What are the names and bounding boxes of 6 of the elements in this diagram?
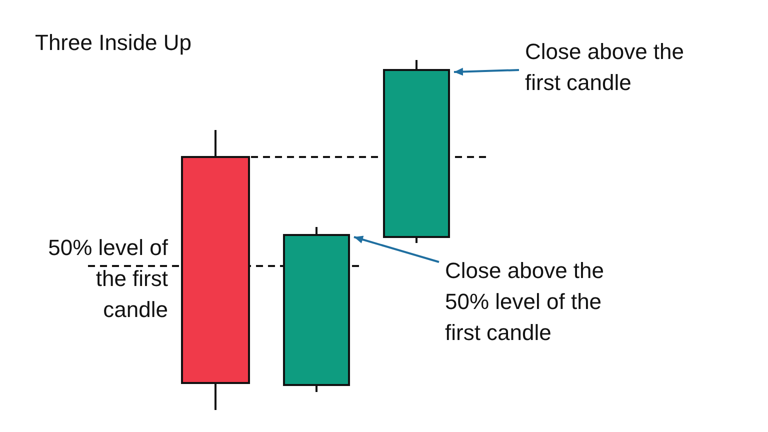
arrow bbox=[454, 68, 520, 76]
callout-text: Close above the first candle bbox=[525, 38, 685, 97]
level-label: 50% level of the first candle bbox=[47, 234, 168, 324]
callout-text: Close above the 50% level of the first candle bbox=[445, 257, 605, 347]
arrow bbox=[354, 236, 440, 263]
chart-title: Three Inside Up bbox=[35, 30, 192, 56]
